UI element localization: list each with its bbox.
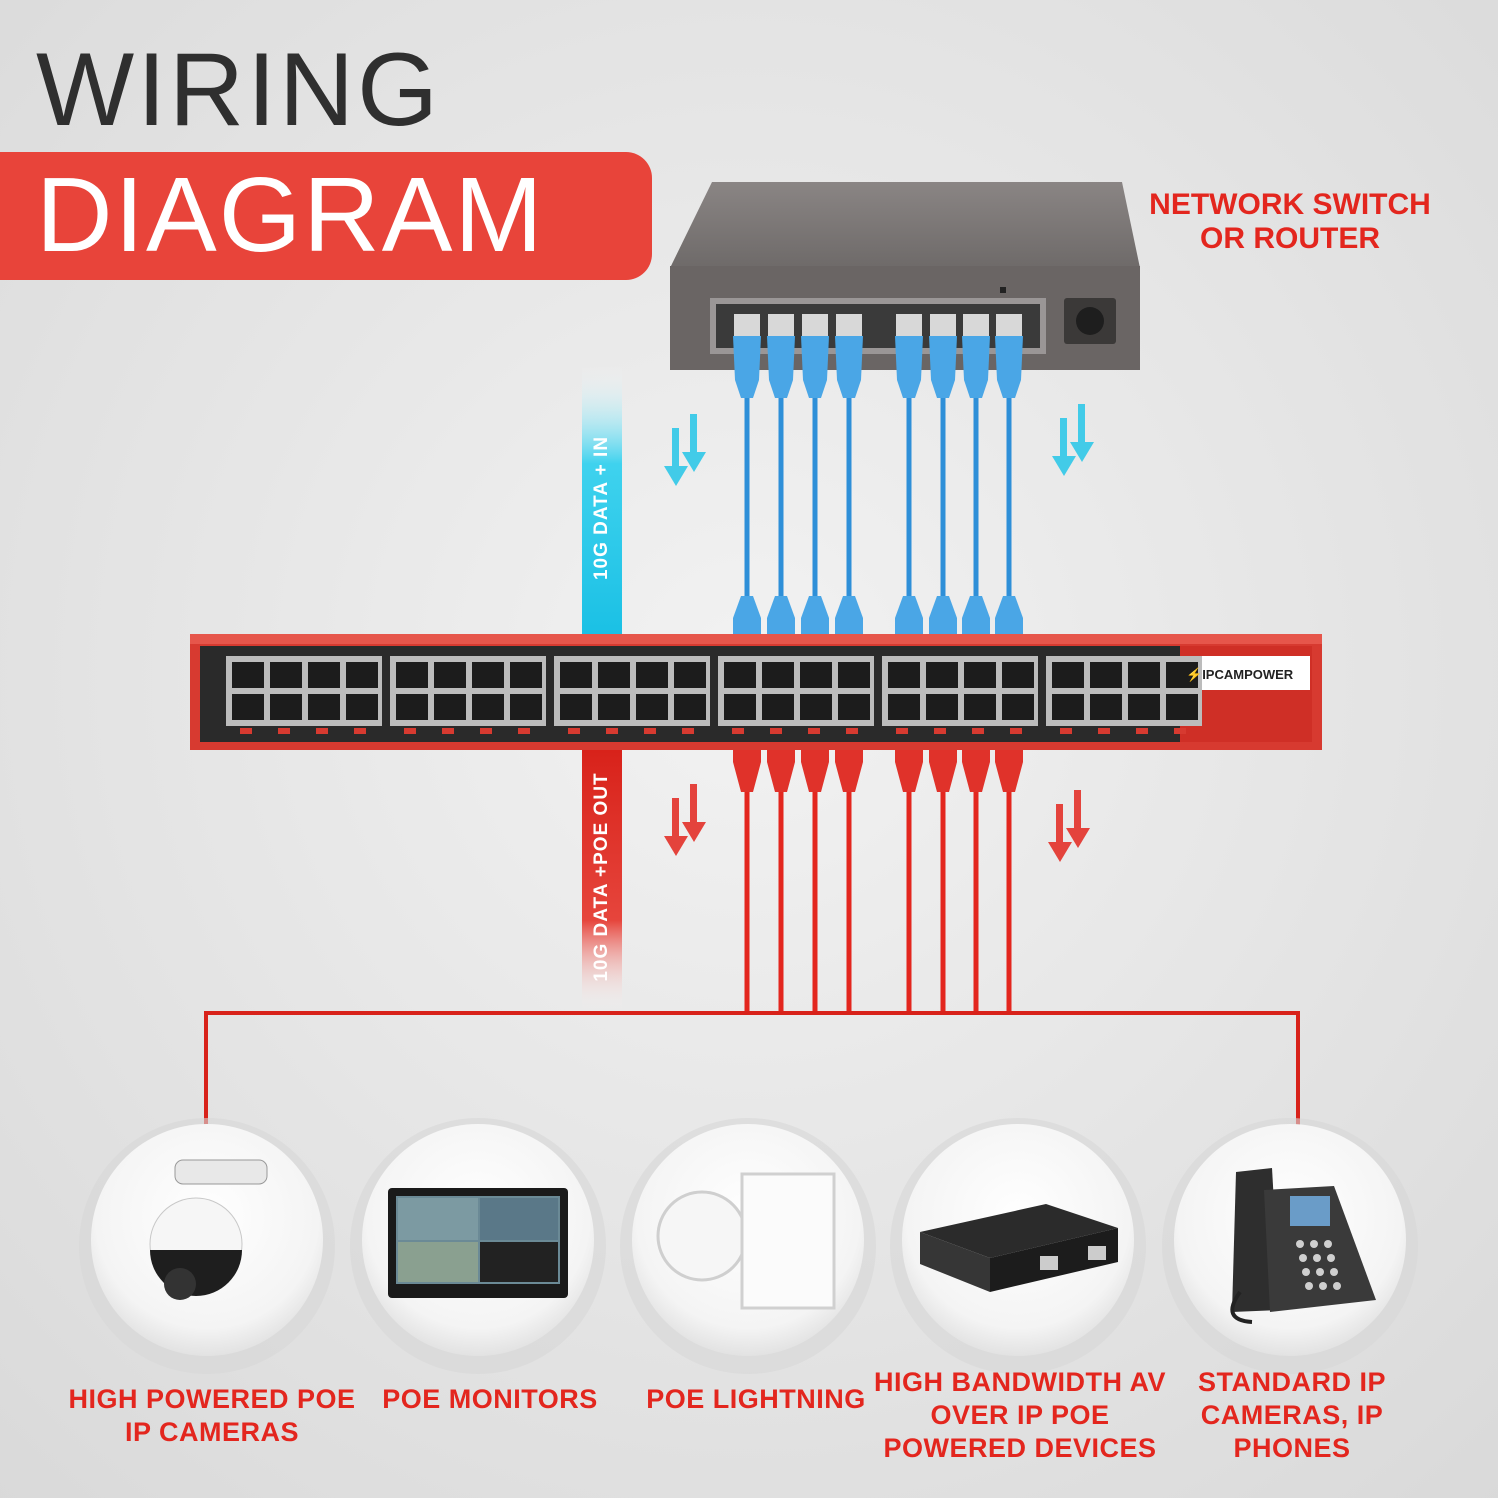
device-label-1: HIGH POWERED POE IP CAMERAS <box>68 1384 356 1447</box>
data-in-label: 10G DATA + IN <box>591 435 612 581</box>
switch-label: NETWORK SWITCH OR ROUTER <box>1149 188 1431 255</box>
device-label-2: POE MONITORS <box>382 1384 598 1414</box>
page-title-line1: WIRING <box>36 32 442 148</box>
flow-arrow-icon <box>1052 404 1094 476</box>
device-label-5: STANDARD IP CAMERAS, IP PHONES <box>1197 1367 1386 1463</box>
port-group <box>882 656 1038 734</box>
monitor-icon <box>350 1118 606 1374</box>
data-out-bar <box>582 750 622 1012</box>
ptz-camera-icon <box>79 1118 335 1374</box>
page-title-line2: DIAGRAM <box>36 156 545 274</box>
data-in-bar <box>582 365 622 647</box>
flow-arrow-icon <box>1048 790 1090 862</box>
device-label-3: POE LIGHTNING <box>646 1384 866 1414</box>
brand-logo: ⚡IPCAMPOWER <box>1186 667 1294 682</box>
ip-phone-icon <box>1162 1118 1418 1374</box>
port-group <box>1046 656 1202 734</box>
data-out-label: 10G DATA +POE OUT <box>591 772 612 982</box>
title-banner <box>0 152 652 280</box>
port-group <box>718 656 874 734</box>
poe-switch-icon <box>190 634 1322 750</box>
port-group <box>390 656 546 734</box>
light-panel-icon <box>620 1118 876 1374</box>
flow-arrow-icon <box>664 784 706 856</box>
port-group <box>226 656 382 734</box>
av-encoder-icon <box>890 1118 1146 1374</box>
device-label-4: HIGH BANDWIDTH AV OVER IP POE POWERED DE… <box>874 1367 1166 1463</box>
distribution-bus <box>204 1011 1300 1130</box>
flow-arrow-icon <box>664 414 706 486</box>
port-group <box>554 656 710 734</box>
brand-text: IPCAMPOWER <box>1202 667 1294 682</box>
